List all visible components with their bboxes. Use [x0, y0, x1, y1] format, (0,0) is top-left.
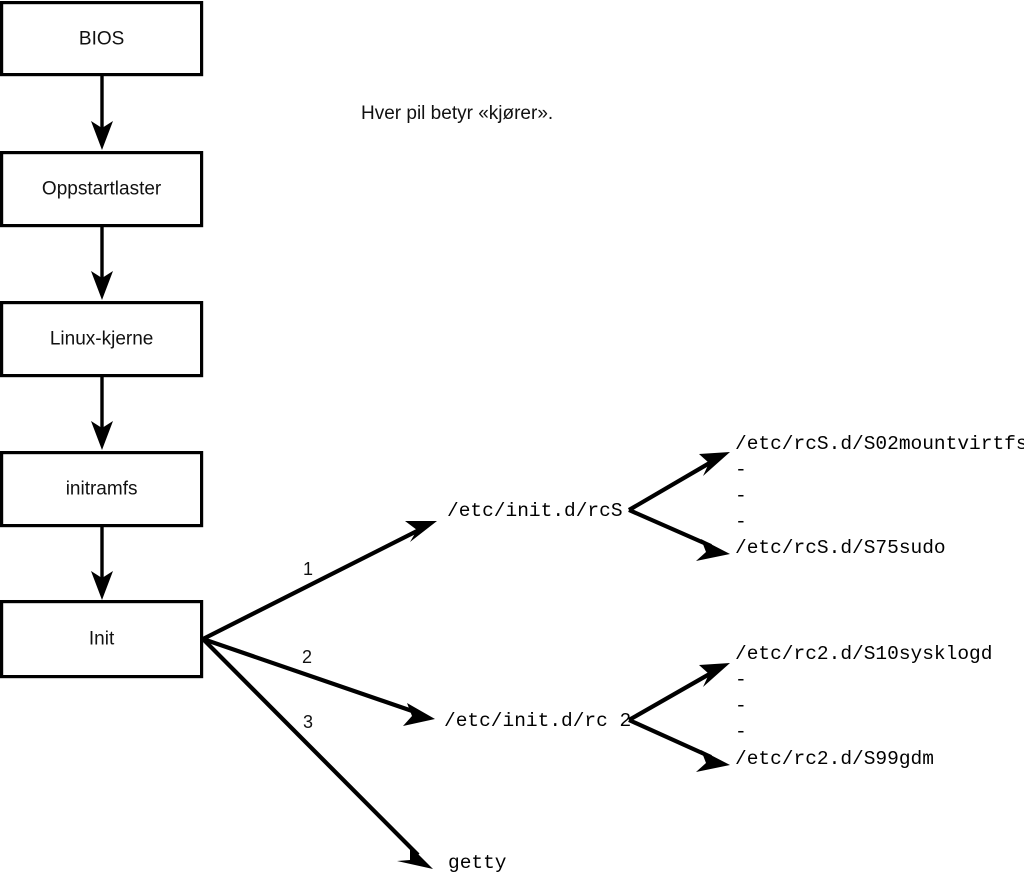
- label-rcs-ellipsis-2: -: [735, 485, 747, 507]
- node-bios: BIOS: [0, 0, 204, 77]
- label-init-d-rcs: /etc/init.d/rcS: [447, 500, 623, 522]
- node-initramfs-rect: [0, 451, 204, 528]
- fork-rc2-to-scripts: [627, 663, 730, 772]
- node-initramfs-label: initramfs: [66, 479, 138, 500]
- arrow-bootloader-to-kernel: [91, 226, 113, 300]
- branch-3-number: 3: [303, 712, 313, 732]
- label-rcs-first-script: /etc/rcS.d/S02mountvirtfs: [735, 433, 1024, 455]
- branch-2-number: 2: [302, 647, 312, 667]
- node-initramfs: initramfs: [0, 451, 204, 528]
- node-bootloader: Oppstartlaster: [0, 151, 204, 228]
- node-bios-label: BIOS: [79, 29, 124, 50]
- branch-1-init-to-rcs: 1: [202, 521, 437, 641]
- node-kernel-rect: [0, 301, 204, 378]
- node-init: Init: [0, 599, 204, 679]
- label-rc2-ellipsis-3: -: [735, 721, 747, 743]
- label-rcs-last-script: /etc/rcS.d/S75sudo: [735, 537, 946, 559]
- label-init-d-rc2: /etc/init.d/rc 2: [444, 710, 631, 732]
- label-rc2-first-script: /etc/rc2.d/S10sysklogd: [735, 643, 992, 665]
- label-rc2-ellipsis-1: -: [735, 669, 747, 691]
- node-bootloader-rect: [0, 151, 204, 228]
- fork-rcs-to-scripts: [627, 452, 730, 561]
- arrow-meaning-note: Hver pil betyr «kjører».: [361, 103, 553, 124]
- node-init-label: Init: [89, 629, 115, 650]
- label-rc2-ellipsis-2: -: [735, 695, 747, 717]
- label-rcs-ellipsis-1: -: [735, 459, 747, 481]
- label-rc2-last-script: /etc/rc2.d/S99gdm: [735, 748, 934, 770]
- arrow-bios-to-bootloader: [91, 75, 113, 150]
- node-bootloader-label: Oppstartlaster: [42, 179, 162, 200]
- arrow-kernel-to-initramfs: [91, 376, 113, 450]
- node-kernel: Linux-kjerne: [0, 301, 204, 378]
- arrow-initramfs-to-init: [91, 526, 113, 600]
- branch-3-init-to-getty: 3: [201, 637, 433, 869]
- label-rcs-ellipsis-3: -: [735, 511, 747, 533]
- node-init-rect: [0, 599, 204, 679]
- node-bios-rect: [0, 0, 204, 77]
- branch-2-init-to-rc2: 2: [202, 637, 435, 726]
- branch-1-number: 1: [303, 559, 313, 579]
- node-kernel-label: Linux-kjerne: [50, 329, 154, 350]
- label-getty: getty: [448, 852, 507, 874]
